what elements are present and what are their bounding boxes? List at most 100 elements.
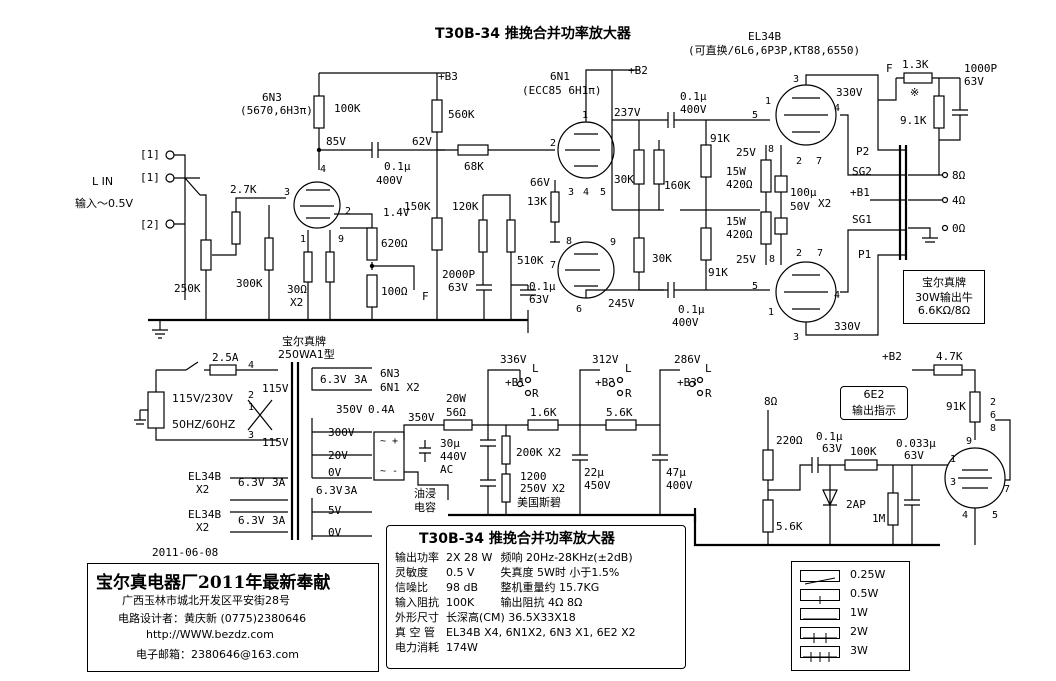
svg-text:4: 4	[962, 510, 968, 521]
svg-text:4: 4	[583, 187, 589, 198]
input-sensitivity: 输入～0.5V	[75, 196, 133, 210]
svg-text:30K: 30K	[652, 252, 672, 265]
svg-text:2: 2	[248, 390, 254, 401]
indicator-label: 输出指示	[852, 404, 896, 417]
resistor-2w-icon	[800, 627, 840, 643]
svg-text:1.3K: 1.3K	[902, 58, 929, 71]
svg-text:L: L	[532, 362, 539, 375]
svg-text:6.3V: 6.3V	[316, 484, 343, 497]
svg-text:宝尔真牌: 宝尔真牌	[282, 334, 326, 348]
svg-text:0.1μ: 0.1μ	[529, 280, 556, 293]
svg-text:22μ: 22μ	[584, 466, 604, 479]
svg-text:237V: 237V	[614, 106, 641, 119]
svg-text:20W: 20W	[446, 392, 466, 405]
svg-text:1: 1	[300, 234, 306, 245]
svg-text:47μ: 47μ	[666, 466, 686, 479]
svg-text:0.4A: 0.4A	[368, 403, 395, 416]
indicator-tube: 6E2	[863, 388, 885, 401]
svg-text:300V: 300V	[328, 426, 355, 439]
svg-text:63V: 63V	[964, 75, 984, 88]
svg-text:[1]: [1]	[140, 171, 160, 184]
svg-text:1M: 1M	[872, 512, 886, 525]
svg-text:P1: P1	[858, 248, 871, 261]
svg-text:120K: 120K	[452, 200, 479, 213]
svg-text:220Ω: 220Ω	[776, 434, 803, 447]
svg-text:250V: 250V	[520, 482, 547, 495]
output-transformer-box: 宝尔真牌 30W输出牛 6.6KΩ/8Ω	[903, 270, 985, 324]
driver-6N1: 6N1 (ECC85 6H1π) 120K 2000P 63V 510K 0.1…	[442, 64, 691, 320]
svg-text:6: 6	[576, 304, 582, 315]
svg-text:美国斯碧: 美国斯碧	[517, 496, 561, 509]
svg-text:420Ω: 420Ω	[726, 228, 753, 241]
svg-text:R: R	[625, 387, 632, 400]
svg-text:9: 9	[338, 234, 344, 245]
svg-text:1: 1	[248, 402, 254, 413]
svg-text:F: F	[886, 62, 893, 75]
svg-text:63V: 63V	[529, 293, 549, 306]
svg-text:2000P: 2000P	[442, 268, 475, 281]
preamp-6N3: 6N3 (5670,6H3π) 100K 85V 0.1μ 400V 4 3 2…	[240, 72, 445, 320]
svg-text:91K: 91K	[708, 266, 728, 279]
svg-text:3A: 3A	[354, 373, 368, 386]
svg-text:1.4V: 1.4V	[383, 206, 410, 219]
svg-text:620Ω: 620Ω	[381, 237, 408, 250]
svg-text:8: 8	[768, 144, 774, 155]
date-stamp: 2011-06-08	[152, 546, 218, 559]
spec-row: 外形尺寸长深高(CM) 36.5X33X18	[395, 611, 576, 624]
svg-text:5.6K: 5.6K	[606, 406, 633, 419]
svg-text:EL34B: EL34B	[188, 470, 221, 483]
svg-text:250WA1型: 250WA1型	[278, 347, 335, 361]
svg-text:350V: 350V	[408, 411, 435, 424]
svg-text:91K: 91K	[946, 400, 966, 413]
company-box: 宝尔真电器厂2011年最新奉献 广西玉林市城北开发区平安街28号 电路设计者：黄…	[87, 563, 379, 672]
svg-text:9: 9	[610, 237, 616, 248]
svg-text:0.1μ: 0.1μ	[816, 430, 843, 443]
svg-text:+: +	[392, 436, 398, 447]
svg-text:AC: AC	[440, 463, 453, 476]
svg-text:115V/230V: 115V/230V	[172, 392, 233, 405]
ot-impedance: 6.6KΩ/8Ω	[917, 304, 971, 317]
svg-text:-: -	[392, 466, 398, 477]
svg-text:+B1: +B1	[850, 186, 870, 199]
svg-text:3A: 3A	[344, 484, 358, 497]
svg-text:X2: X2	[196, 521, 209, 534]
svg-text:440V: 440V	[440, 450, 467, 463]
svg-text:1: 1	[950, 454, 956, 465]
svg-text:100K: 100K	[334, 102, 361, 115]
svg-text:400V: 400V	[666, 479, 693, 492]
svg-text:0V: 0V	[328, 466, 342, 479]
resistor-0.5w-icon	[800, 589, 840, 604]
resistor-1w-icon	[800, 608, 840, 620]
svg-text:2.7K: 2.7K	[230, 183, 257, 196]
svg-text:X2: X2	[552, 482, 565, 495]
svg-text:(ECC85 6H1π): (ECC85 6H1π)	[522, 84, 601, 97]
svg-text:160K: 160K	[664, 179, 691, 192]
svg-text:30μ: 30μ	[440, 437, 460, 450]
svg-text:2: 2	[796, 248, 802, 259]
svg-text:F: F	[422, 290, 429, 303]
svg-text:200K: 200K	[516, 446, 543, 459]
svg-text:5V: 5V	[328, 504, 342, 517]
svg-text:91K: 91K	[710, 132, 730, 145]
svg-text:115V: 115V	[262, 382, 289, 395]
svg-text:R: R	[705, 387, 712, 400]
svg-text:4: 4	[834, 290, 840, 301]
svg-text:25V: 25V	[736, 253, 756, 266]
svg-text:1.6K: 1.6K	[530, 406, 557, 419]
svg-text:8: 8	[769, 254, 775, 265]
svg-text:400V: 400V	[672, 316, 699, 329]
ot-brand: 宝尔真牌	[922, 276, 966, 289]
svg-text:5: 5	[752, 281, 758, 292]
svg-text:0Ω: 0Ω	[952, 222, 966, 235]
svg-text:30K: 30K	[614, 173, 634, 186]
svg-text:+B2: +B2	[628, 64, 648, 77]
svg-text:20V: 20V	[328, 449, 348, 462]
svg-text:2: 2	[550, 138, 556, 149]
svg-text:2: 2	[796, 156, 802, 167]
svg-text:15W: 15W	[726, 215, 746, 228]
svg-text:2: 2	[345, 206, 351, 217]
svg-text:4.7K: 4.7K	[936, 350, 963, 363]
svg-text:3: 3	[284, 187, 290, 198]
svg-text:3: 3	[793, 332, 799, 343]
svg-text:250K: 250K	[174, 282, 201, 295]
